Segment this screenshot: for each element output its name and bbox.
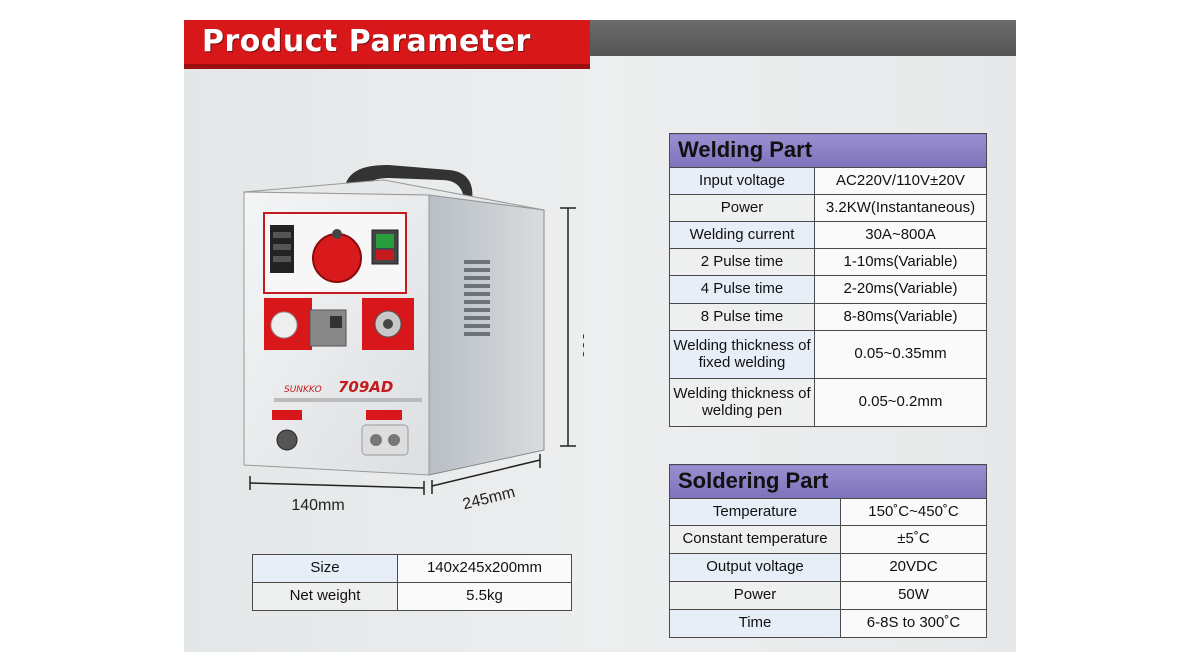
table-row: Time 6-8S to 300˚C [669,609,987,638]
table-row: Welding thickness of welding pen 0.05~0.… [669,378,987,427]
row-value: 1-10ms(Variable) [814,248,987,276]
table-row: 2 Pulse time 1-10ms(Variable) [669,248,987,276]
row-value: 3.2KW(Instantaneous) [814,194,987,222]
product-sheet: Product Parameter [184,20,1016,652]
row-value: 6-8S to 300˚C [840,609,987,638]
page-title: Product Parameter [202,24,531,59]
row-value: 0.05~0.2mm [814,378,987,427]
row-label: Welding thickness of fixed welding [669,330,815,379]
brand-label: SUNKKO [284,385,322,395]
row-label: 8 Pulse time [669,303,815,331]
size-value: 140x245x200mm [397,554,572,583]
row-label: Constant temperature [669,525,841,554]
row-value: 50W [840,581,987,610]
table-header: Welding Part [669,133,987,168]
row-value: 150˚C~450˚C [840,498,987,526]
row-value: 20VDC [840,553,987,582]
soldering-table: Soldering Part Temperature 150˚C~450˚C C… [669,464,987,638]
row-value: AC220V/110V±20V [814,167,987,195]
table-row: 4 Pulse time 2-20ms(Variable) [669,275,987,304]
product-illustration: SUNKKO 709AD 200mm 140mm 245mm [243,165,584,514]
row-label: Power [669,581,841,610]
row-value: ±5˚C [840,525,987,554]
header-banner: Product Parameter [184,20,590,69]
table-row: Power 50W [669,581,987,610]
row-label: Power [669,194,815,222]
dim-width-label: 140mm [291,497,344,514]
table-row: Temperature 150˚C~450˚C [669,498,987,526]
table-row: Welding thickness of fixed welding 0.05~… [669,330,987,379]
welding-title: Welding Part [669,133,987,168]
row-label: Welding current [669,221,815,249]
size-table: Size 140x245x200mm Net weight 5.5kg [252,554,572,611]
row-value: 2-20ms(Variable) [814,275,987,304]
table-row: 8 Pulse time 8-80ms(Variable) [669,303,987,331]
table-row: Welding current 30A~800A [669,221,987,249]
dim-height-label: 200mm [581,305,584,358]
row-label: 2 Pulse time [669,248,815,276]
table-row: Constant temperature ±5˚C [669,525,987,554]
row-label: Temperature [669,498,841,526]
row-label: Time [669,609,841,638]
table-row: Output voltage 20VDC [669,553,987,582]
dim-depth-label: 245mm [461,484,517,513]
weight-value: 5.5kg [397,582,572,611]
current-knob[interactable] [312,233,362,283]
soldering-title: Soldering Part [669,464,987,499]
welding-table: Welding Part Input voltage AC220V/110V±2… [669,133,987,427]
row-label: Welding thickness of welding pen [669,378,815,427]
model-label: 709AD [338,378,393,396]
row-label: Input voltage [669,167,815,195]
table-header: Soldering Part [669,464,987,499]
table-row: Net weight 5.5kg [252,582,572,611]
row-label: 4 Pulse time [669,275,815,304]
table-row: Size 140x245x200mm [252,554,572,583]
header-gray-bar [590,20,1016,56]
row-value: 8-80ms(Variable) [814,303,987,331]
row-label: Output voltage [669,553,841,582]
table-row: Input voltage AC220V/110V±20V [669,167,987,195]
size-label: Size [252,554,398,583]
tp-knob[interactable] [270,311,298,339]
table-row: Power 3.2KW(Instantaneous) [669,194,987,222]
row-value: 30A~800A [814,221,987,249]
row-value: 0.05~0.35mm [814,330,987,379]
weight-label: Net weight [252,582,398,611]
